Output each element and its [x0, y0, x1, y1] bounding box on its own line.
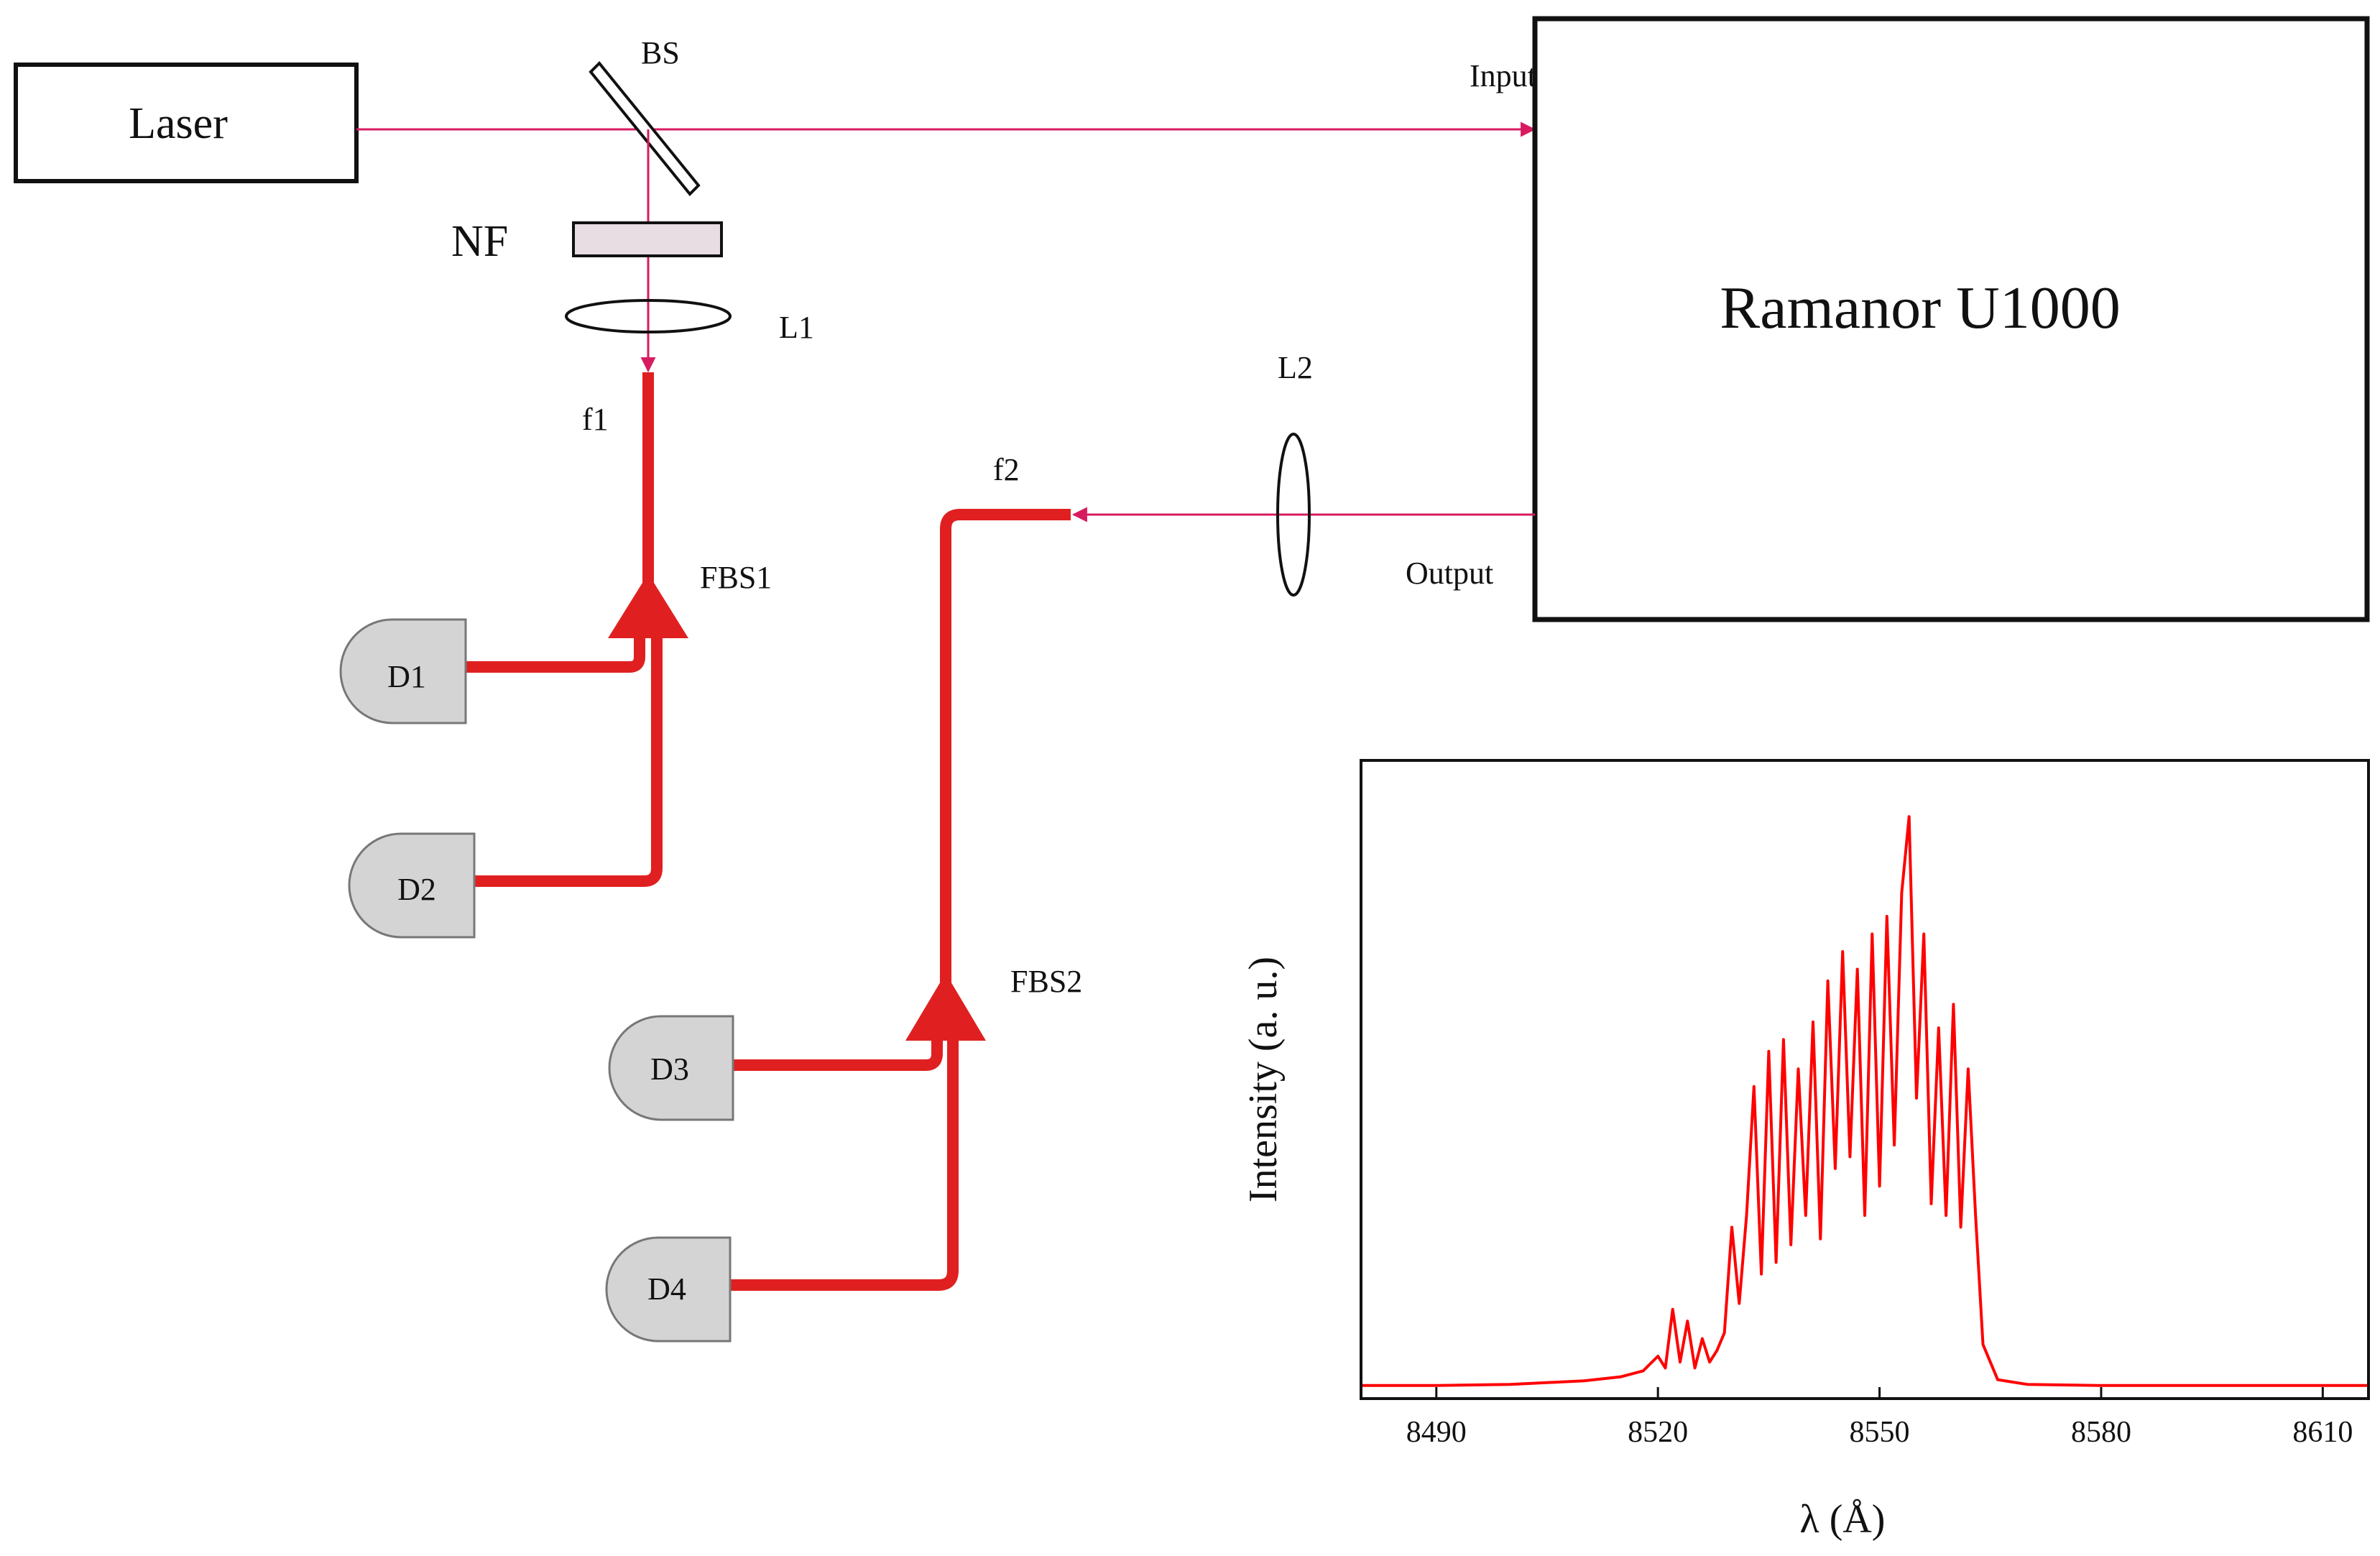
- x-axis-ticks: 8490 8520 8550 8580 8610: [1406, 1387, 2353, 1449]
- spectrometer-ramanor: Ramanor U1000: [1532, 16, 2370, 622]
- l2-label: L2: [1278, 350, 1313, 385]
- laser-label: Laser: [129, 99, 228, 148]
- notch-filter: [572, 221, 723, 257]
- fiber-beam-splitter-2: [905, 973, 986, 1041]
- l1-label: L1: [779, 310, 814, 345]
- detector-d4: D4: [605, 1236, 732, 1343]
- fiber-f2: [940, 509, 1071, 1006]
- fiber-to-d1: [466, 625, 645, 673]
- spectrum-chart: 8490 8520 8550 8580 8610 λ (Å) Intensity (a.…: [1241, 759, 2370, 1542]
- y-axis-title: Intensity (a. u.): [1241, 957, 1286, 1202]
- chart-series-group: [1362, 815, 2367, 1387]
- chart-frame: [1360, 759, 2370, 1400]
- lens-l2: [1276, 433, 1311, 597]
- detector-d2: D2: [348, 832, 476, 939]
- f2-label: f2: [993, 452, 1020, 487]
- x-tick-label: 8610: [2292, 1416, 2353, 1449]
- fiber-to-d3: [733, 1028, 943, 1071]
- output-label: Output: [1406, 556, 1493, 591]
- nf-label: NF: [451, 217, 508, 266]
- laser-source: Laser: [14, 63, 359, 183]
- x-tick-label: 8520: [1628, 1416, 1688, 1449]
- x-axis-title: λ (Å): [1800, 1497, 1886, 1542]
- d3-label: D3: [650, 1051, 689, 1087]
- d1-label: D1: [387, 659, 426, 694]
- detector-d3: D3: [608, 1015, 734, 1121]
- x-tick-label: 8550: [1850, 1416, 1910, 1449]
- d2-label: D2: [397, 872, 436, 907]
- d4-label: D4: [647, 1271, 686, 1307]
- spectrometer-label: Ramanor U1000: [1720, 275, 2121, 341]
- input-label: Input: [1470, 58, 1536, 93]
- x-tick-label: 8490: [1406, 1416, 1467, 1449]
- bs-label: BS: [641, 35, 680, 70]
- fbs1-label: FBS1: [700, 560, 772, 595]
- detector-d1: D1: [339, 618, 467, 724]
- fiber-beam-splitter-1: [608, 574, 688, 638]
- fbs2-label: FBS2: [1010, 964, 1082, 999]
- fiber-to-d2: [474, 625, 663, 887]
- fiber-to-d4: [730, 1028, 959, 1291]
- spectrum-line: [1362, 815, 2367, 1387]
- f1-label: f1: [582, 402, 609, 437]
- lens-l1: [565, 299, 732, 333]
- x-tick-label: 8580: [2071, 1416, 2131, 1449]
- beam-splitter: [589, 61, 701, 196]
